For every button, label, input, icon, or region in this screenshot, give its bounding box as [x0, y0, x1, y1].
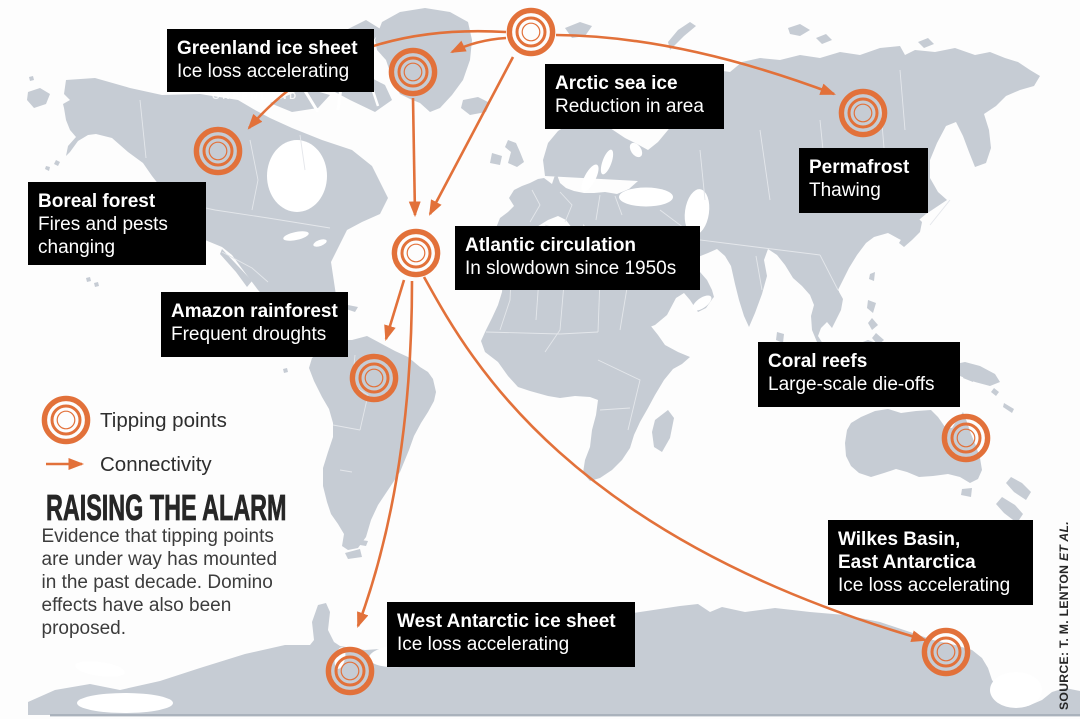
svg-text:SOURCE: T. M. LENTON ET AL.: SOURCE: T. M. LENTON ET AL. — [1057, 521, 1071, 710]
svg-text:GREENLAND: GREENLAND — [212, 91, 299, 102]
